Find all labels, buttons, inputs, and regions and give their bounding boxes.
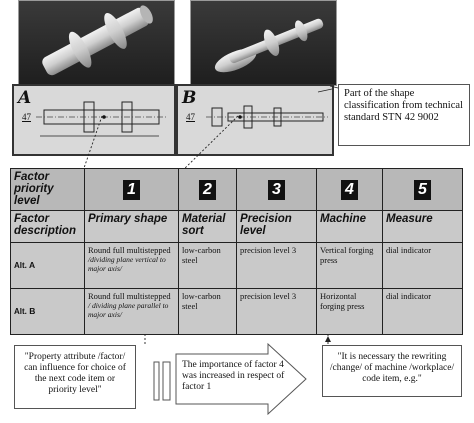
standard-note: Part of the shape classification from te…	[338, 84, 470, 146]
description-row: Factor description Primary shape Materia…	[10, 210, 463, 243]
priority-4: 4	[316, 168, 383, 211]
render-part-a	[18, 0, 175, 86]
alt-b-shape: Round full multistepped/ dividing plane …	[84, 288, 179, 335]
priority-label: Factor priority level	[10, 168, 85, 211]
rewriting-note: "It is necessary the rewriting /change/ …	[322, 345, 462, 397]
alt-b-material: low-carbon steel	[178, 288, 237, 335]
header-machine: Machine	[316, 210, 383, 243]
header-precision-level: Precision level	[236, 210, 317, 243]
importance-arrow	[153, 342, 307, 416]
priority-3: 3	[236, 168, 317, 211]
alt-a-machine: Vertical forging press	[316, 242, 383, 289]
alt-b-measure: dial indicator	[382, 288, 463, 335]
alt-a-precision: precision level 3	[236, 242, 317, 289]
shaft-b-illustration	[214, 18, 324, 73]
header-material-sort: Material sort	[178, 210, 237, 243]
priority-5: 5	[382, 168, 463, 211]
factor-table: Factor priority level 1 2 3 4 5 Factor d…	[10, 168, 463, 335]
panel-b-letter: B	[182, 88, 197, 108]
shaft-a-illustration	[42, 5, 153, 76]
description-label: Factor description	[10, 210, 85, 243]
alt-a-measure: dial indicator	[382, 242, 463, 289]
priority-1: 1	[84, 168, 179, 211]
panel-a-letter: A	[18, 88, 32, 108]
drawing-panel-b: B 47	[176, 84, 334, 156]
alt-b-label: Alt. B	[10, 288, 85, 335]
alt-b-precision: precision level 3	[236, 288, 317, 335]
table-row: Alt. A Round full multistepped/dividing …	[10, 242, 463, 289]
drawing-b-lines	[206, 88, 332, 129]
alt-a-label: Alt. A	[10, 242, 85, 289]
alt-a-shape: Round full multistepped/dividing plane v…	[84, 242, 179, 289]
importance-note: The importance of factor 4 was increased…	[182, 360, 285, 392]
render-part-b	[190, 0, 337, 86]
priority-2: 2	[178, 168, 237, 211]
alt-b-machine: Horizontal forging press	[316, 288, 383, 335]
property-note: "Property attribute /factor/ can influen…	[14, 345, 136, 409]
table-row: Alt. B Round full multistepped/ dividing…	[10, 288, 463, 335]
header-primary-shape: Primary shape	[84, 210, 179, 243]
priority-row: Factor priority level 1 2 3 4 5	[10, 168, 463, 211]
panel-a-dimension: 47	[22, 112, 31, 122]
header-measure: Measure	[382, 210, 463, 243]
drawing-a-lines	[36, 101, 166, 137]
drawing-panel-a: A 47	[12, 84, 176, 156]
alt-a-material: low-carbon steel	[178, 242, 237, 289]
panel-b-dimension: 47	[186, 112, 195, 122]
